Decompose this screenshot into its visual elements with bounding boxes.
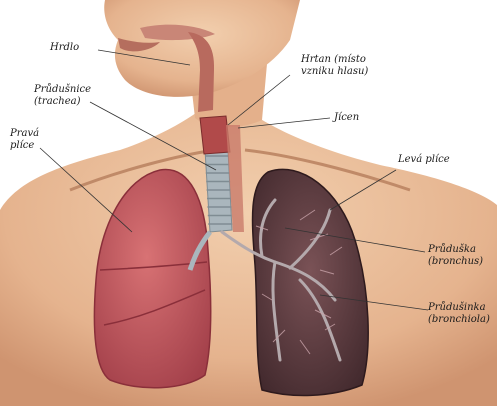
label-larynx: Hrtan (místovzniku hlasu) bbox=[301, 54, 368, 78]
label-esophagus: Jícen bbox=[334, 112, 359, 124]
larynx bbox=[200, 116, 230, 154]
label-trachea: Průdušnice(trachea) bbox=[34, 84, 91, 108]
label-bronchiole: Průdušinka(bronchiola) bbox=[428, 302, 490, 326]
label-throat: Hrdlo bbox=[50, 42, 79, 54]
label-right-lung: Praváplíce bbox=[10, 128, 39, 152]
label-left-lung: Levá plíce bbox=[398, 154, 450, 166]
trachea bbox=[205, 150, 232, 232]
label-bronchus: Průduška(bronchus) bbox=[428, 244, 483, 268]
